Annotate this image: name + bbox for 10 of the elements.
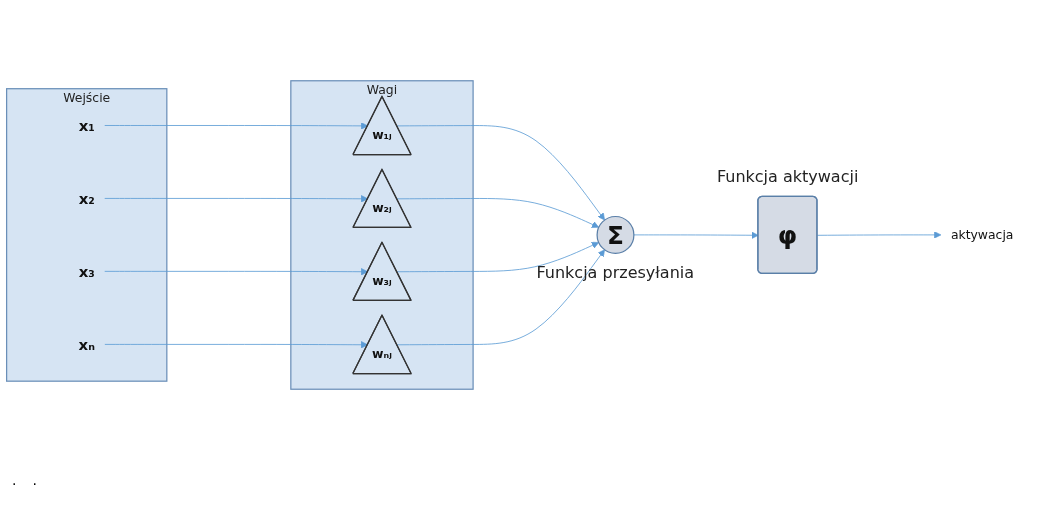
node-text: aktywacja: [950, 227, 1014, 243]
function-caption: Funkcja przesyłania: [536, 263, 694, 283]
node-text: x₃: [78, 262, 95, 281]
node-text: xₙ: [78, 335, 95, 354]
node-text: x₂: [78, 189, 95, 208]
node-circle: Σ: [596, 215, 635, 254]
ellipsis-dot: .: [32, 472, 37, 488]
function-caption: Funkcja aktywacji: [716, 167, 859, 187]
node-text: x₁: [78, 116, 95, 135]
ellipsis-dot: .: [12, 472, 17, 488]
